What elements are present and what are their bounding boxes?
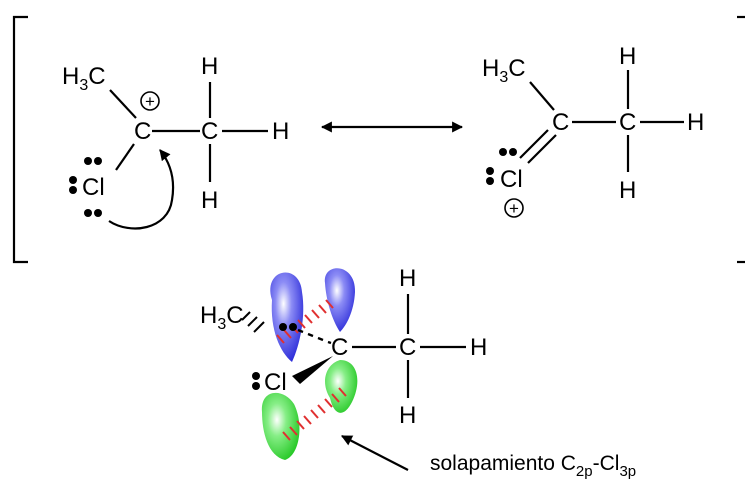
chlorine-solid-wedge <box>292 356 333 384</box>
right-ccl-double-bond-a <box>527 134 557 164</box>
orbital-h-top: H <box>399 265 416 292</box>
orbital-chlorine: Cl <box>264 369 287 396</box>
left-h-top: H <box>201 53 218 80</box>
right-chlorine: Cl <box>500 166 523 193</box>
svg-text:+: + <box>509 199 519 218</box>
orbital-h-right: H <box>470 334 487 361</box>
chlorine-p-orbital-lower-lobe <box>261 392 300 460</box>
left-chlorine: Cl <box>82 174 105 201</box>
orbital-carbon-a: C <box>331 334 348 361</box>
chlorine-p-orbital-upper-lobe <box>270 272 304 362</box>
orbital-lone-pairs <box>252 323 297 390</box>
right-ccl-double-bond-b <box>519 129 549 159</box>
resonance-bracket <box>12 15 745 264</box>
right-lone-pairs <box>486 148 517 185</box>
left-h-bottom: H <box>201 187 218 214</box>
left-carbon-a: C <box>134 118 151 145</box>
right-h-top: H <box>619 43 636 70</box>
methyl-hashed-wedge <box>241 311 265 333</box>
left-h-right: H <box>272 118 289 145</box>
carbon-p-orbital-upper-lobe <box>324 268 356 332</box>
right-carbon-b: C <box>619 109 636 136</box>
left-methyl-bond <box>109 89 137 119</box>
orbital-carbon-b: C <box>399 334 416 361</box>
right-positive-charge: + <box>504 198 524 218</box>
left-carbon-b: C <box>201 118 218 145</box>
left-lone-pairs <box>69 157 102 217</box>
right-methyl-bond <box>529 81 555 111</box>
electron-push-arrow <box>108 149 175 230</box>
lower-overlap-hatching <box>282 387 347 441</box>
orbital-methyl-label: H3C <box>200 302 244 333</box>
left-structure: H3C C C Cl H H H + <box>62 53 289 230</box>
right-carbon-a: C <box>552 109 569 136</box>
orbital-h-bottom: H <box>399 402 416 429</box>
svg-text:+: + <box>145 92 155 111</box>
overlap-caption: solapamiento C2p-Cl3p <box>430 452 636 480</box>
left-ccl-bond <box>115 143 135 171</box>
right-h-bottom: H <box>619 177 636 204</box>
left-methyl-label: H3C <box>62 63 106 94</box>
left-positive-charge: + <box>140 91 160 111</box>
carbon-p-orbital-lower-lobe <box>325 360 358 413</box>
back-dashed-bond <box>297 328 332 345</box>
orbital-structure: H3C C C Cl H H H solapamiento C2p-Cl3p <box>200 265 636 480</box>
right-structure: H3C C C Cl H H H + <box>482 43 704 218</box>
overlap-pointer-arrow <box>341 435 409 471</box>
right-h-right: H <box>687 109 704 136</box>
right-methyl-label: H3C <box>482 55 526 86</box>
